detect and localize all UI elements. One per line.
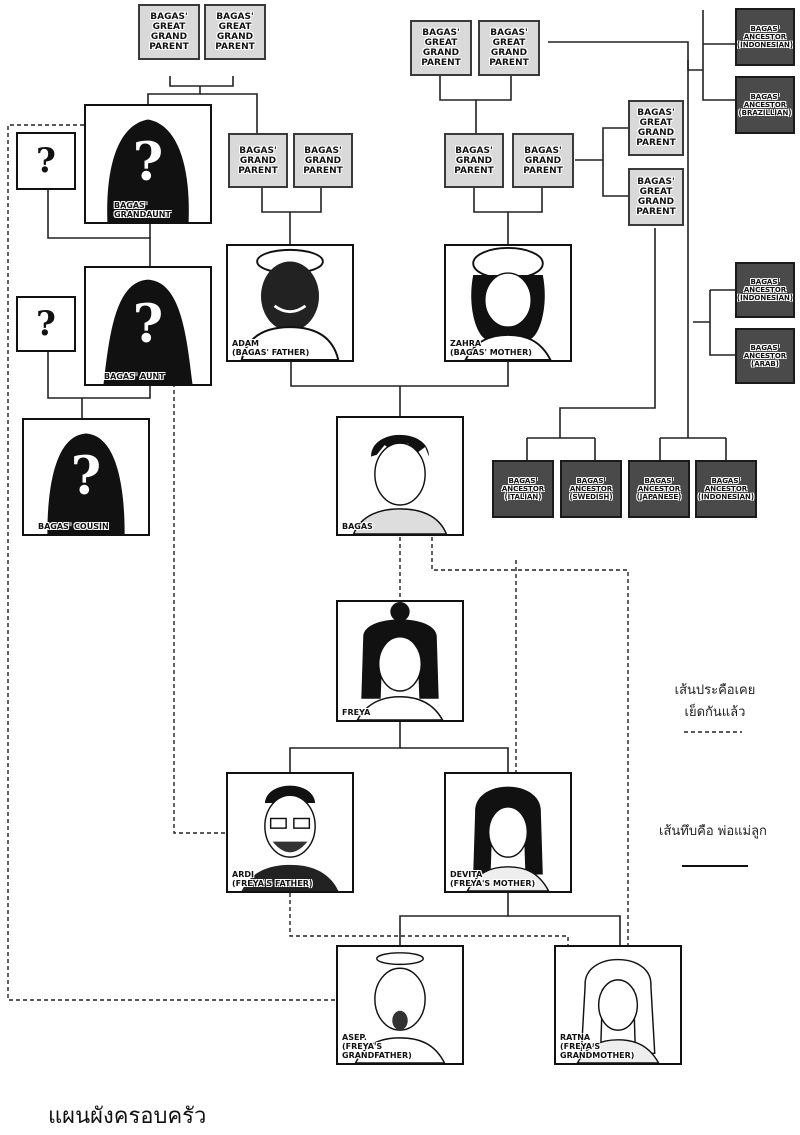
solid-link bbox=[548, 41, 689, 70]
portrait-ardi: ARDI (FREYA'S FATHER) bbox=[226, 772, 354, 893]
character-icon bbox=[240, 248, 340, 360]
unknown-spouse-1: ? bbox=[16, 132, 76, 190]
portrait-ratna: RATNA (FREYA'S GRANDMOTHER) bbox=[554, 945, 682, 1065]
great-grandparent-4: BAGAS' GREAT GRAND PARENT bbox=[478, 20, 540, 76]
legend-solid-label: เส้นทึบคือ พ่อแม่ลูก bbox=[659, 824, 767, 839]
character-icon bbox=[241, 785, 339, 891]
character-icon bbox=[464, 246, 552, 360]
dashed-link bbox=[431, 537, 629, 945]
dashed-link bbox=[289, 893, 569, 945]
great-grandparent-6: BAGAS' GREAT GRAND PARENT bbox=[628, 168, 684, 226]
great-grandparent-2: BAGAS' GREAT GRAND PARENT bbox=[204, 4, 266, 60]
character-icon bbox=[466, 786, 550, 891]
ancestor-indonesian-1: BAGAS' ANCESTOR (INDONESIAN) bbox=[735, 8, 795, 66]
portrait-adam: ADAM (BAGAS' FATHER) bbox=[226, 244, 354, 362]
ancestor-indonesian-2: BAGAS' ANCESTOR (INDONESIAN) bbox=[735, 262, 795, 318]
solid-link bbox=[200, 93, 258, 133]
solid-link bbox=[147, 86, 201, 104]
portrait-asep: ASEP. (FREYA'S GRANDFATHER) bbox=[336, 945, 464, 1065]
legend-dashed-label: เส้นประคือเคย เย็ดกันแล้ว bbox=[674, 683, 756, 720]
great-grandparent-1: BAGAS' GREAT GRAND PARENT bbox=[138, 4, 200, 60]
grandparent-4: BAGAS' GRAND PARENT bbox=[512, 133, 574, 188]
solid-link bbox=[688, 10, 735, 101]
solid-link bbox=[400, 747, 509, 772]
solid-link bbox=[47, 352, 151, 399]
portrait-aunt: ? BAGAS' AUNT bbox=[84, 266, 212, 386]
solid-link bbox=[559, 228, 656, 438]
ancestor-brazillian: BAGAS' ANCESTOR (BRAZILLIAN) bbox=[735, 76, 795, 134]
great-grandparent-3: BAGAS' GREAT GRAND PARENT bbox=[410, 20, 472, 76]
portrait-cousin: ? BAGAS' COUSIN bbox=[22, 418, 150, 536]
dashed-link bbox=[7, 124, 336, 1001]
solid-link bbox=[47, 190, 151, 239]
solid-link bbox=[602, 127, 628, 197]
character-icon bbox=[352, 434, 448, 534]
portrait-zahra: ZAHRA (BAGAS' MOTHER) bbox=[444, 244, 572, 362]
ancestor-indonesian-3: BAGAS' ANCESTOR (INDONESIAN) bbox=[695, 460, 757, 518]
solid-link bbox=[399, 892, 509, 945]
portrait-devita: DEVITA (FREYA'S MOTHER) bbox=[444, 772, 572, 893]
page-title: แผนผังครอบครัว bbox=[48, 1104, 207, 1129]
solid-link bbox=[169, 76, 234, 87]
silhouette-icon bbox=[103, 279, 193, 384]
solid-link bbox=[508, 915, 621, 945]
silhouette-icon bbox=[107, 119, 189, 222]
solid-link bbox=[473, 188, 543, 213]
great-grandparent-5: BAGAS' GREAT GRAND PARENT bbox=[628, 100, 684, 156]
solid-link bbox=[526, 437, 596, 460]
ancestor-japanese: BAGAS' ANCESTOR (JAPANESE) bbox=[628, 460, 690, 518]
dashed-link bbox=[173, 383, 226, 834]
grandparent-2: BAGAS' GRAND PARENT bbox=[293, 133, 353, 188]
solid-link bbox=[439, 76, 512, 101]
grandparent-3: BAGAS' GRAND PARENT bbox=[444, 133, 504, 188]
character-icon bbox=[354, 952, 446, 1063]
silhouette-icon bbox=[47, 433, 125, 534]
grandparent-1: BAGAS' GRAND PARENT bbox=[228, 133, 288, 188]
ancestor-arab: BAGAS' ANCESTOR (ARAB) bbox=[735, 328, 795, 384]
character-icon bbox=[356, 602, 444, 720]
ancestor-swedish: BAGAS' ANCESTOR (SWEDISH) bbox=[560, 460, 622, 518]
solid-link bbox=[659, 437, 727, 460]
ancestor-italian: BAGAS' ANCESTOR (ITALIAN) bbox=[492, 460, 554, 518]
unknown-spouse-2: ? bbox=[16, 296, 76, 352]
portrait-grandaunt: ? BAGAS' GRANDAUNT bbox=[84, 104, 212, 224]
portrait-bagas: BAGAS bbox=[336, 416, 464, 536]
solid-link bbox=[693, 289, 735, 356]
portrait-freya: FREYA bbox=[336, 600, 464, 722]
solid-link bbox=[289, 722, 401, 772]
solid-link bbox=[290, 362, 509, 387]
character-icon bbox=[576, 958, 660, 1063]
solid-link bbox=[261, 188, 322, 213]
